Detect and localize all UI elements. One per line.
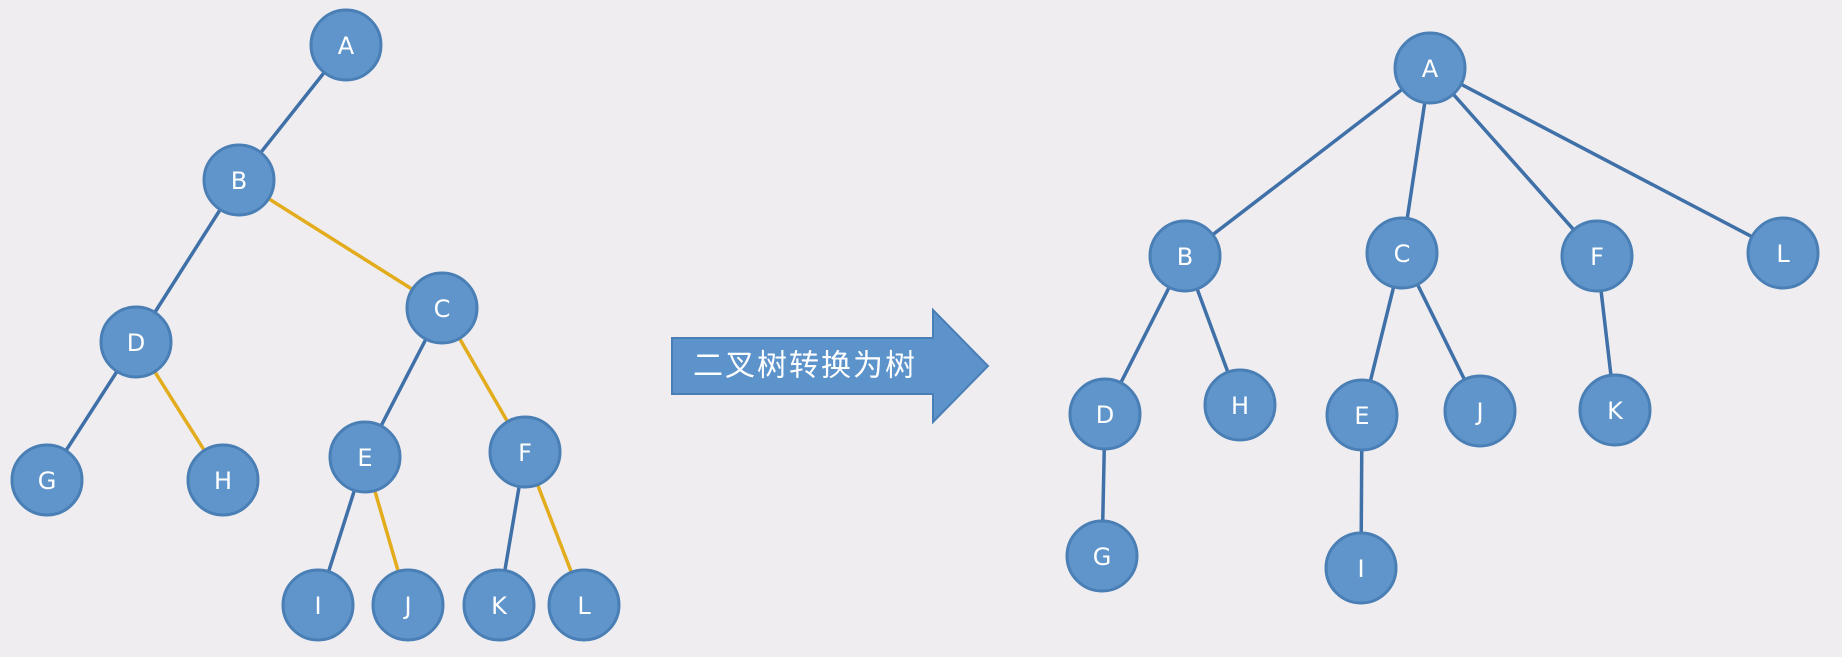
binary-node-i: I [281,568,355,642]
tree-node-e: E [1325,378,1399,452]
binary-node-circle [328,420,402,494]
binary-node-circle [202,143,276,217]
tree-node-circle [1148,219,1222,293]
binary-node-c: C [405,271,479,345]
arrow-shape [671,307,990,425]
binary-node-label: C [434,295,451,323]
binary-node-label: H [214,467,232,495]
tree-node-label: F [1590,243,1604,271]
tree-node-label: L [1776,240,1790,268]
tree-node-circle [1068,377,1142,451]
binary-node-circle [281,568,355,642]
tree-node-b: B [1148,219,1222,293]
binary-edge-b-c [237,178,444,310]
tree-node-circle [1365,216,1439,290]
conversion-arrow: 二叉树转换为树 [671,307,990,425]
binary-node-circle [405,271,479,345]
binary-node-label: G [38,467,57,495]
binary-node-circle [99,305,173,379]
tree-node-circle [1393,31,1467,105]
tree-node-label: B [1177,243,1193,271]
binary-node-circle [547,568,621,642]
tree-node-label: J [1474,398,1483,426]
tree-node-a: A [1393,31,1467,105]
binary-node-j: J [371,568,445,642]
tree-node-circle [1443,374,1517,448]
general-tree-nodes: A B C F L D H E J K G I [1065,31,1820,605]
tree-edge-a-f [1428,66,1599,258]
tree-node-circle [1578,373,1652,447]
binary-node-label: F [518,439,532,467]
tree-node-label: G [1093,543,1112,571]
binary-node-f: F [488,415,562,489]
tree-node-label: K [1607,397,1624,425]
tree-node-label: H [1231,392,1249,420]
binary-node-circle [309,8,383,82]
binary-node-circle [10,443,84,517]
binary-node-e: E [328,420,402,494]
binary-node-circle [186,443,260,517]
tree-node-g: G [1065,519,1139,593]
tree-node-label: C [1394,240,1411,268]
binary-node-g: G [10,443,84,517]
binary-node-label: J [402,592,411,620]
binary-node-k: K [462,568,536,642]
tree-node-circle [1325,378,1399,452]
tree-node-label: I [1357,555,1364,583]
tree-node-label: D [1096,401,1114,429]
arrow-label: 二叉树转换为树 [693,349,917,384]
tree-node-i: I [1324,531,1398,605]
tree-node-k: K [1578,373,1652,447]
tree-node-circle [1065,519,1139,593]
binary-node-label: K [491,592,508,620]
tree-edge-a-l [1428,66,1785,255]
tree-node-c: C [1365,216,1439,290]
tree-node-f: F [1560,219,1634,293]
binary-node-a: A [309,8,383,82]
binary-node-label: B [231,167,247,195]
tree-node-circle [1560,219,1634,293]
tree-node-j: J [1443,374,1517,448]
tree-node-circle [1746,216,1820,290]
binary-node-circle [371,568,445,642]
binary-node-circle [488,415,562,489]
tree-edge-a-b [1183,66,1432,258]
binary-node-label: E [357,444,372,472]
tree-node-circle [1203,368,1277,442]
tree-node-d: D [1068,377,1142,451]
binary-node-d: D [99,305,173,379]
tree-node-l: L [1746,216,1820,290]
tree-node-h: H [1203,368,1277,442]
tree-node-label: A [1422,55,1439,83]
binary-tree-nodes: A B C D E F G H I J K L [10,8,621,642]
binary-node-b: B [202,143,276,217]
binary-node-h: H [186,443,260,517]
binary-node-l: L [547,568,621,642]
binary-node-circle [462,568,536,642]
tree-node-circle [1324,531,1398,605]
binary-node-label: L [577,592,591,620]
binary-node-label: A [338,32,355,60]
binary-node-label: D [127,329,145,357]
binary-node-label: I [314,592,321,620]
general-tree-edges [1100,66,1785,570]
tree-node-label: E [1354,402,1369,430]
